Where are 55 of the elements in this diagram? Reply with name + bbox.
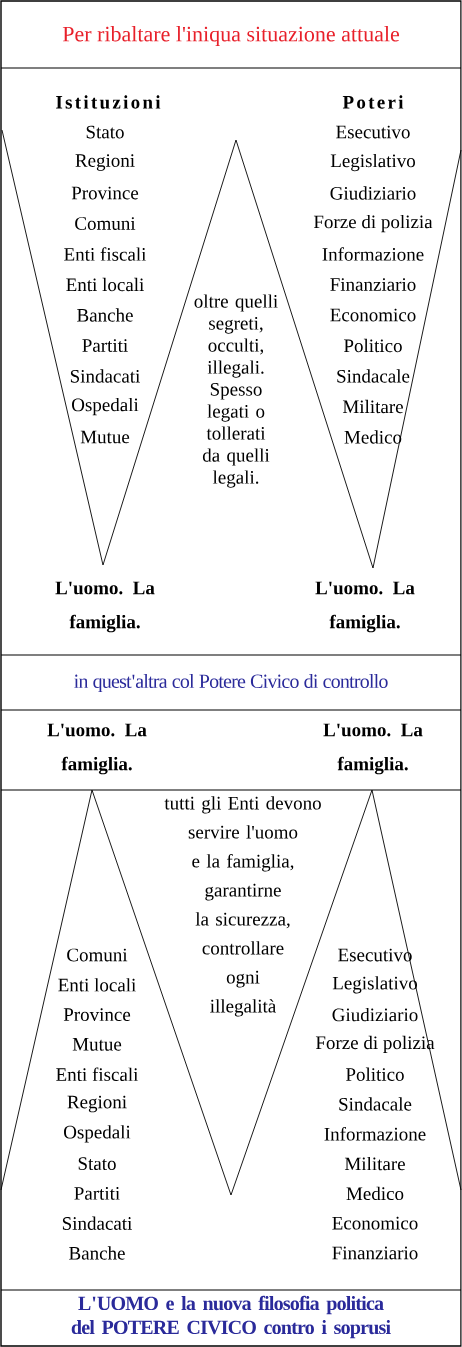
list-item: Informazione <box>324 1127 426 1141</box>
list-item: Banche <box>69 1246 125 1260</box>
list-item: Sindacale <box>337 369 410 383</box>
bold-text: L'uomo. La famiglia. <box>315 581 415 633</box>
list-item: Finanziario <box>332 1246 418 1260</box>
list-item: Province <box>63 1008 131 1021</box>
note-text: tutti gli Enti devono servire l'uomo e la famiglia, garantirne la sicurezza, controllare ogni illegalità <box>164 796 321 1017</box>
list-item: Sindacale <box>339 1097 412 1111</box>
column-heading: Poteri <box>342 95 404 109</box>
list-item: Economico <box>332 1216 418 1230</box>
list-item: Sindacati <box>62 1216 132 1230</box>
list-item: Giudiziario <box>332 1007 418 1022</box>
list-item: Enti locali <box>66 277 144 292</box>
list-item: Stato <box>86 125 124 139</box>
list-item: Banche <box>77 308 133 322</box>
list-item: Enti fiscali <box>64 247 147 261</box>
list-item: Mutue <box>80 430 130 444</box>
list-item: Province <box>71 186 139 200</box>
bold-text: L'uomo. La famiglia. <box>323 723 423 775</box>
list-item: Stato <box>78 1157 116 1170</box>
list-item: Medico <box>344 430 402 444</box>
list-item: Legislativo <box>330 153 415 172</box>
list-item: Esecutivo <box>338 948 412 962</box>
list-item: Enti fiscali <box>56 1067 139 1081</box>
list-item: Partiti <box>74 1187 120 1200</box>
list-item: Militare <box>342 399 403 414</box>
list-item: Politico <box>346 1067 404 1081</box>
list-item: Forze di polizia <box>313 214 433 233</box>
list-item: Comuni <box>75 217 136 230</box>
subheading: in quest'altra col Potere Civico di controllo <box>74 673 388 693</box>
list-item: Legislativo <box>332 976 417 994</box>
list-item: Regioni <box>75 154 135 171</box>
column-heading: Istituzioni <box>56 95 161 109</box>
note-text: oltre quelli segreti, occulti, illegali. Spesso legati o tollerati da quelli legali. <box>194 294 278 488</box>
list-item: Partiti <box>82 339 128 352</box>
list-item: Mutue <box>72 1038 122 1051</box>
list-item: Ospedali <box>72 397 139 416</box>
heading: Per ribaltare l'iniqua situazione attuale <box>62 26 400 46</box>
list-item: Ospedali <box>64 1125 131 1143</box>
list-item: Giudiziario <box>330 186 416 200</box>
list-item: Finanziario <box>330 278 416 291</box>
list-item: Politico <box>344 338 402 353</box>
list-item: Sindacati <box>70 369 140 383</box>
list-item: Informazione <box>322 247 424 261</box>
bold-text: L'uomo. La famiglia. <box>47 723 147 775</box>
list-item: Economico <box>330 308 416 322</box>
list-item: Medico <box>346 1186 404 1201</box>
list-item: Militare <box>344 1156 405 1171</box>
list-item: Regioni <box>67 1095 127 1113</box>
list-item: Esecutivo <box>336 125 410 139</box>
bold-text: L'uomo. La famiglia. <box>55 581 155 633</box>
list-item: Enti locali <box>58 978 136 992</box>
list-item: Comuni <box>67 948 128 962</box>
list-item: Forze di polizia <box>315 1035 435 1053</box>
caption: L'UOMO e la nuova filosofia politica del POTERE CIVICO contro i soprusi <box>71 1295 391 1339</box>
